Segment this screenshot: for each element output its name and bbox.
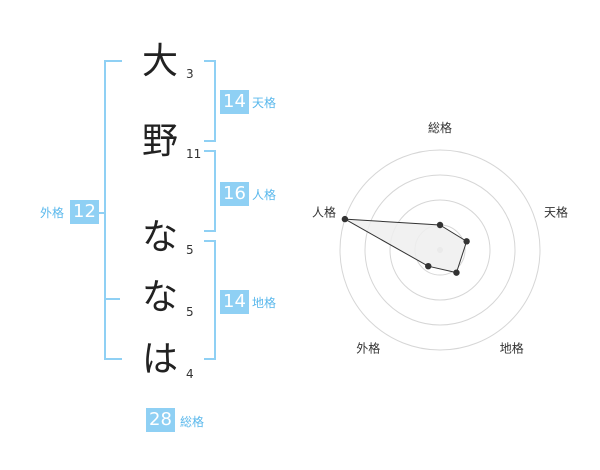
radar-point-2 [463, 238, 470, 245]
gaikaku-label: 外格 [40, 206, 65, 220]
tenkaku-label: 天格 [252, 96, 277, 110]
stroke-count-1: 3 [186, 67, 194, 81]
chikaku-value: 14 [220, 290, 249, 314]
tenkaku-bracket [204, 60, 216, 142]
radar-polygon [344, 218, 468, 274]
stroke-count-3: 5 [186, 243, 194, 257]
name-char-5: は [141, 339, 178, 380]
gaikaku-bracket-divider [104, 298, 120, 300]
jinkaku-label: 人格 [252, 188, 277, 202]
stroke-count-4: 5 [186, 305, 194, 319]
radar-point-5 [341, 215, 349, 223]
name-char-1: 大 [141, 41, 178, 82]
chikaku-bracket [204, 240, 216, 360]
soukaku-label: 総格 [180, 415, 205, 429]
name-char-2: 野 [141, 121, 178, 162]
radar-grid-ring [389, 199, 491, 301]
radar-axis-label-1: 総格 [428, 120, 452, 135]
stroke-count-5: 4 [186, 367, 194, 381]
jinkaku-value: 16 [220, 182, 249, 206]
jinkaku-bracket [204, 150, 216, 232]
soukaku-value: 28 [146, 408, 175, 432]
name-char-4: な [141, 277, 178, 318]
radar-grid-ring [364, 174, 516, 326]
radar-axis-label-3: 地格 [500, 341, 524, 356]
radar-grid-ring [339, 149, 541, 351]
gaikaku-bracket [104, 60, 122, 360]
radar-axis-label-5: 人格 [312, 204, 336, 219]
stroke-count-2: 11 [186, 147, 202, 161]
radar-point-3 [453, 269, 460, 276]
tenkaku-value: 14 [220, 90, 249, 114]
radar-axis-label-2: 天格 [544, 204, 568, 219]
radar-axis-label-4: 外格 [356, 341, 380, 356]
radar-point-1 [436, 221, 444, 229]
chikaku-label: 地格 [252, 296, 277, 310]
gaikaku-bracket-connector [96, 212, 104, 214]
gaikaku-value: 12 [70, 200, 99, 224]
radar-point-4 [425, 262, 432, 270]
name-char-3: な [141, 217, 178, 258]
